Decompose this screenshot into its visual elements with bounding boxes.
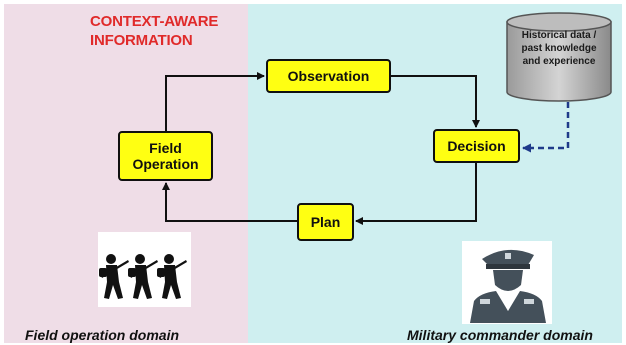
arrow-plan-to-field-operation bbox=[162, 182, 297, 222]
field-operation-node: Field Operation bbox=[118, 131, 213, 181]
field-operation-line-1: Field bbox=[149, 140, 182, 156]
title-line-2: INFORMATION bbox=[90, 32, 193, 49]
arrow-database-to-decision bbox=[522, 102, 570, 153]
field-operation-line-2: Operation bbox=[132, 156, 199, 172]
database-icon: Historical data / past knowledge and exp… bbox=[505, 12, 613, 102]
observation-node: Observation bbox=[266, 59, 391, 93]
field-operation-domain-label: Field operation domain bbox=[25, 327, 180, 343]
database-line-2: past knowledge bbox=[521, 43, 597, 54]
arrow-decision-to-plan bbox=[355, 163, 477, 225]
context-aware-title: CONTEXT-AWARE INFORMATION bbox=[90, 12, 218, 50]
title-line-1: CONTEXT-AWARE bbox=[90, 13, 219, 30]
plan-node: Plan bbox=[297, 203, 354, 241]
database-line-3: and experience bbox=[522, 56, 596, 67]
decision-node: Decision bbox=[433, 129, 520, 163]
arrow-field-operation-to-observation bbox=[165, 72, 265, 131]
arrow-observation-to-decision bbox=[391, 75, 480, 128]
military-commander-domain-label: Military commander domain bbox=[407, 327, 593, 343]
soldiers-icon bbox=[98, 232, 191, 307]
military-commander-icon bbox=[462, 241, 552, 324]
database-line-1: Historical data / bbox=[521, 30, 597, 41]
